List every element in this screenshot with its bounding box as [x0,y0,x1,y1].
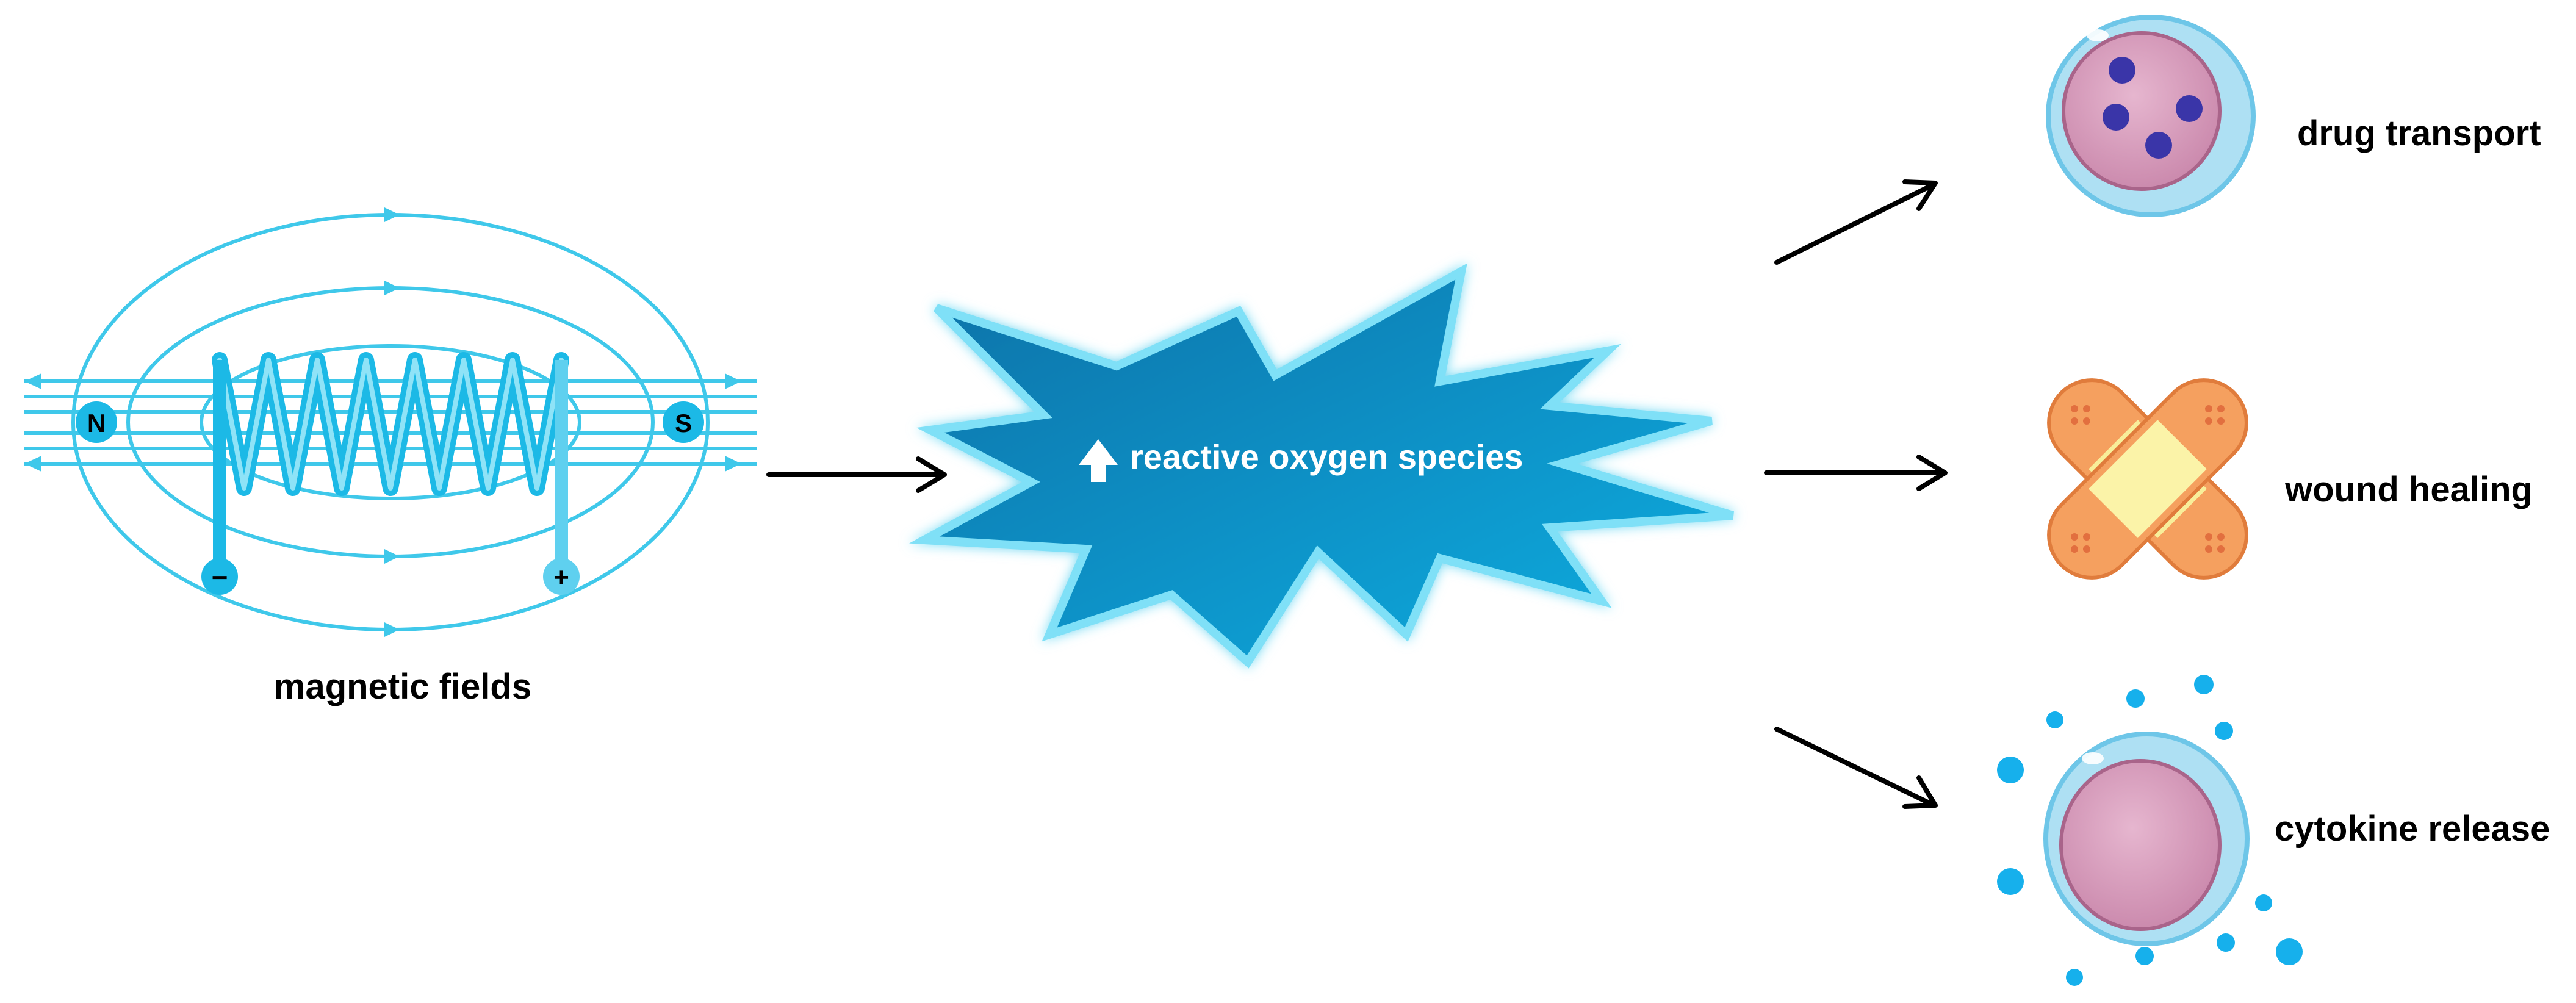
negative-terminal-label: − [212,561,228,593]
ros-burst [909,263,1735,669]
south-pole: S [663,401,704,443]
positive-terminal-label: + [553,563,569,592]
cell-with-particles-icon [2046,15,2256,217]
up-arrow-icon [1079,439,1118,482]
north-pole-label: N [87,409,106,437]
magnetic-fields-label: magnetic fields [274,667,531,706]
south-pole-label: S [675,409,692,437]
solenoid-illustration: − + N S [24,207,757,637]
positive-terminal: + [543,558,580,595]
field-lines [24,207,757,637]
crossed-bandage-icon [2047,378,2248,580]
drug-transport-label: drug transport [2297,113,2541,153]
ros-label: reactive oxygen species [1130,437,1523,476]
coil-wire [212,352,569,561]
arrow-to-wound-healing [1764,455,1948,491]
north-pole: N [76,401,117,443]
arrow-to-drug-transport [1774,179,1938,265]
cytokine-particles [1997,675,2303,986]
cytokine-release-label: cytokine release [2275,809,2550,849]
arrow-to-cytokine-release [1774,727,1938,809]
wound-healing-label: wound healing [2284,470,2533,509]
arrow-to-ros [766,456,947,493]
cell-releasing-cytokines-icon [1997,675,2303,986]
negative-terminal: − [201,558,238,595]
